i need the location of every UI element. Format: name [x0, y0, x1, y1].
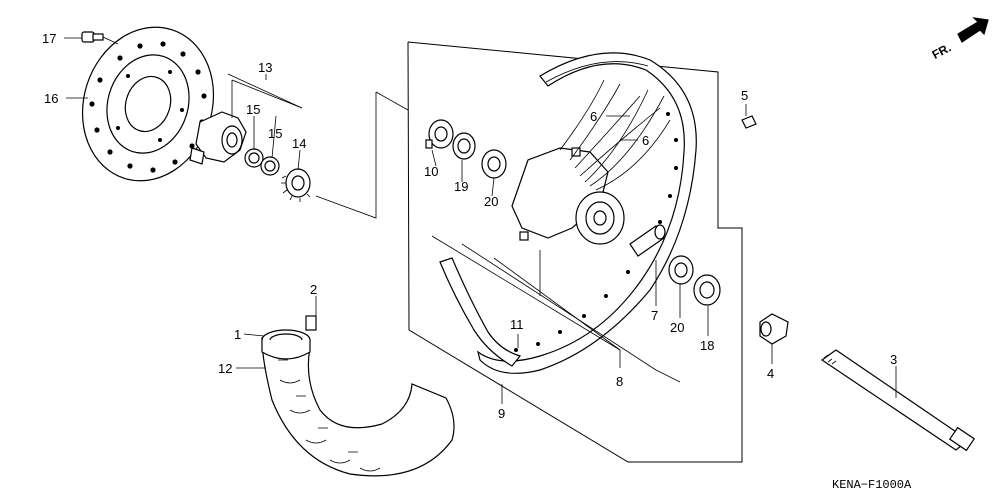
- callout-12: 12: [218, 361, 232, 376]
- callout-7: 7: [651, 308, 658, 323]
- speedometer-gear: [281, 168, 311, 202]
- callout-15a: 15: [246, 102, 260, 117]
- callout-6b: 6: [642, 133, 649, 148]
- front-direction-arrow-icon: [957, 17, 989, 43]
- tube-valve: [305, 315, 317, 331]
- tire: [261, 337, 455, 477]
- callout-15b: 15: [268, 126, 282, 141]
- dust-seal-18: [693, 274, 721, 306]
- bearing-20-left: [481, 149, 507, 179]
- wheel-hub: [511, 147, 625, 245]
- callout-9: 9: [498, 406, 505, 421]
- callout-10: 10: [424, 164, 438, 179]
- callout-6a: 6: [590, 109, 597, 124]
- callout-20b: 20: [670, 320, 684, 335]
- callout-3: 3: [890, 352, 897, 367]
- callout-4: 4: [767, 366, 774, 381]
- valve-cap: [741, 115, 757, 129]
- tube: [261, 329, 311, 360]
- assembly-frame-lines: [227, 41, 743, 463]
- disc-bolt: [81, 31, 119, 45]
- callout-5: 5: [741, 88, 748, 103]
- callout-16: 16: [44, 91, 58, 106]
- callout-1: 1: [234, 327, 241, 342]
- spokes: [559, 79, 671, 191]
- callout-17: 17: [42, 31, 56, 46]
- dust-seal-10: [425, 119, 454, 149]
- collar-7: [629, 224, 666, 257]
- callout-11: 11: [510, 317, 524, 332]
- callout-14: 14: [292, 136, 306, 151]
- callout-8: 8: [616, 374, 623, 389]
- callout-18: 18: [700, 338, 714, 353]
- bearing-19: [452, 132, 476, 160]
- brake-disc: [81, 26, 215, 182]
- side-collar: [759, 313, 789, 345]
- bearing-20-right: [668, 255, 694, 285]
- direction-label: FR.: [930, 40, 954, 61]
- callout-13: 13: [258, 60, 272, 75]
- front-axle: [820, 349, 976, 452]
- callout-labels: 17 16 13 15 15 14 10 19 20 6 6 5 2 1 12 …: [42, 31, 897, 421]
- retainer-rings: [244, 148, 280, 176]
- callout-20a: 20: [484, 194, 498, 209]
- speedometer-gearbox: [189, 111, 247, 165]
- callout-19: 19: [454, 179, 468, 194]
- callout-2: 2: [310, 282, 317, 297]
- part-code: KENA−F1000A: [832, 478, 912, 492]
- leader-lines: [64, 37, 897, 404]
